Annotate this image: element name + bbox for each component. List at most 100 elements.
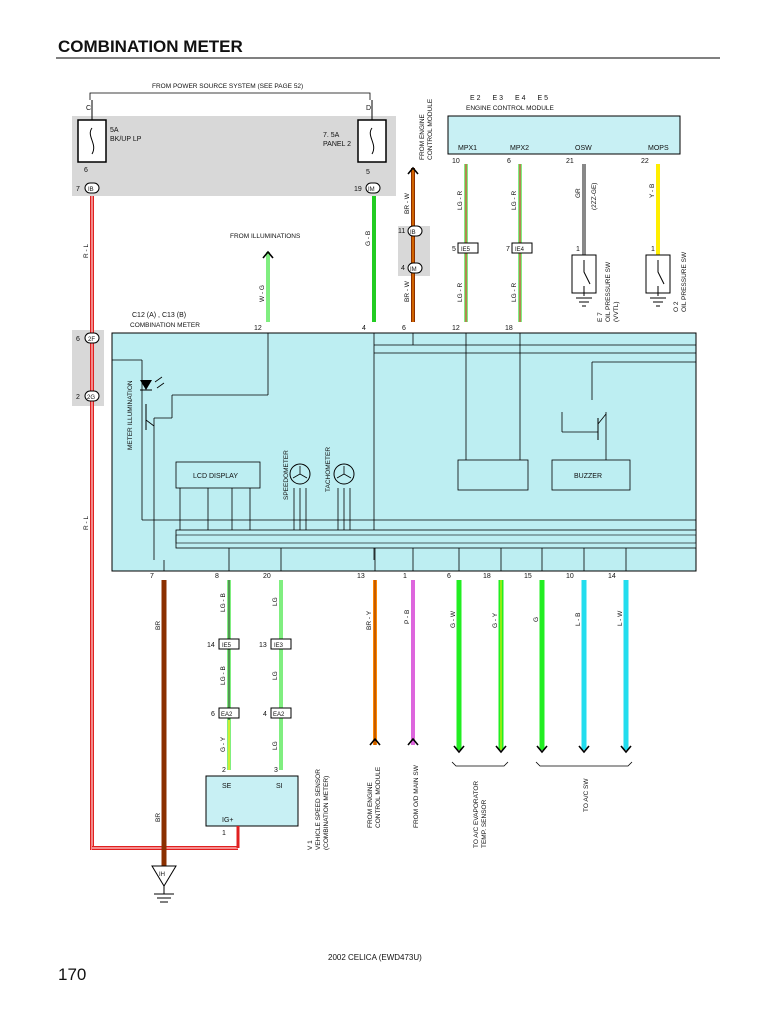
- 2g-label: 2G: [87, 395, 95, 401]
- ea2-b-label: EA2: [273, 712, 285, 718]
- ea2-a-label: EA2: [221, 712, 233, 718]
- fuse-panel-2-amp: 7. 5A: [323, 132, 340, 139]
- switch-o2-text: O 2OIL PRESSURE SW: [673, 251, 688, 312]
- footer-model: 2002 CELICA (EWD473U): [328, 953, 422, 962]
- fuse-panel-2-symbol: [369, 127, 375, 155]
- sensor-ig-label: IG+: [222, 817, 233, 824]
- arrow-to-evap-2: [495, 745, 507, 754]
- switch-o2-ground-icon: [650, 297, 666, 307]
- wire-label-brw-top: BR - W: [404, 192, 411, 214]
- sensor-pin-ig: 1: [222, 830, 226, 837]
- arrow-from-od-main: [407, 737, 419, 746]
- im-connector-label: IM: [368, 187, 375, 193]
- 2f-label: 2F: [88, 337, 95, 343]
- from-engine-module-top: FROM ENGINECONTROL MODULE: [419, 98, 434, 160]
- arrow-to-ac-sw-2: [578, 745, 590, 754]
- wire-label-gr-note: (2ZZ-GE): [591, 183, 598, 210]
- switch-e7-ground-icon: [576, 297, 592, 307]
- ecm-pin-mpx2: MPX2: [510, 145, 529, 152]
- 2g-connector: [84, 390, 100, 402]
- wire-label-gy-2: G - Y: [492, 612, 499, 628]
- meter-top-pin-2: 4: [362, 325, 366, 332]
- ie5-top-number: 5: [452, 246, 456, 253]
- wire-label-lg-mid: LG: [272, 671, 279, 680]
- wire-label-wg: W - G: [259, 285, 266, 302]
- im-junction-connector: [407, 262, 423, 274]
- meter-bottom-pin-3: 20: [263, 573, 271, 580]
- sensor-description: V 1VEHICLE SPEED SENSOR(COMBINATION METE…: [307, 769, 330, 850]
- 2f-connector: [84, 332, 100, 344]
- sensor-pin-si: 3: [274, 767, 278, 774]
- im-connector: [365, 182, 381, 194]
- wire-label-lb: L - B: [575, 613, 582, 627]
- wire-label-gw: G - W: [450, 610, 457, 628]
- meter-top-pin-5: 18: [505, 325, 513, 332]
- arrow-to-ac-sw-1: [536, 745, 548, 754]
- meter-internal-wiring: [112, 333, 696, 571]
- ground-ih-connector: [151, 865, 177, 887]
- fuse-panel-2-pin-in: 5: [366, 169, 370, 176]
- fuse-bkup-lp-pin-in: 6: [84, 167, 88, 174]
- tachometer-needle: [336, 466, 352, 479]
- ecm-pin-mpx1: MPX1: [458, 145, 477, 152]
- ecm-pin-mops: MOPS: [648, 145, 669, 152]
- im-junction-number: 4: [401, 265, 405, 272]
- speedometer-label: SPEEDOMETER: [283, 450, 290, 500]
- wire-label-lg-bottom: LG: [272, 741, 279, 750]
- power-source-label: FROM POWER SOURCE SYSTEM (SEE PAGE 52): [152, 83, 303, 90]
- ecm-box: [447, 115, 681, 155]
- fuse-panel-2-name: PANEL 2: [323, 141, 351, 148]
- illumination-transistor-emitter: [145, 419, 155, 427]
- fuse-box: [72, 116, 396, 196]
- ib-junction-connector: [407, 225, 423, 237]
- fuse-d-terminal: D: [366, 105, 371, 112]
- wire-label-gy: G - Y: [220, 736, 227, 752]
- page-number: 170: [58, 965, 86, 984]
- ib-pin-number: 7: [76, 186, 80, 193]
- speedometer-needle: [292, 466, 308, 479]
- ea2-b-number: 4: [263, 711, 267, 718]
- arrow-to-ac-sw-3: [620, 745, 632, 754]
- ie5-lower-connector: [218, 638, 240, 650]
- ecm-name: ENGINE CONTROL MODULE: [466, 105, 555, 112]
- wire-label-lgr-2-top: LG - R: [511, 191, 518, 210]
- from-illuminations-label: FROM ILLUMINATIONS: [230, 233, 301, 240]
- evap-bracket: [451, 761, 509, 767]
- meter-bottom-pins: 7 8 20 13 1 6 18 15 10 14: [150, 573, 616, 580]
- switch-e7-text: E 7OIL PRESSURE SW(VVTL): [597, 261, 620, 322]
- speedometer-icon: [289, 463, 311, 485]
- switch-e7-pin: 1: [576, 246, 580, 253]
- ib-junction-number: 11: [398, 228, 405, 235]
- ecm-pin-number-1: 10: [452, 158, 460, 165]
- to-ac-evaporator: TO A/C EVAPORATORTEMP. SENSOR: [473, 781, 488, 848]
- ie4-top-label: IE4: [515, 247, 525, 253]
- sensor-se-label: SE: [222, 783, 232, 790]
- im-pin-number: 19: [354, 186, 362, 193]
- wire-label-brw-bottom: BR - W: [404, 280, 411, 302]
- ground-ih-label: IH: [159, 872, 165, 878]
- wire-label-lgb-top: LG - B: [220, 593, 227, 612]
- fuse-bkup-lp-symbol: [89, 127, 95, 155]
- meter-bus-inner: [175, 534, 697, 544]
- wire-label-g: G: [533, 617, 540, 622]
- 2g-number: 2: [76, 394, 80, 401]
- wire-label-rl-bottom: R - L: [83, 516, 90, 530]
- wire-label-gb: G - B: [365, 231, 372, 246]
- ie3-lower-label: IE3: [274, 643, 284, 649]
- ie5-lower-label: IE5: [222, 643, 232, 649]
- wire-label-yb: Y - B: [649, 184, 656, 198]
- meter-bottom-pin-2: 8: [215, 573, 219, 580]
- ecm-pin-number-4: 22: [641, 158, 649, 165]
- ie4-top-number: 7: [506, 246, 510, 253]
- wire-label-lgr-1-top: LG - R: [457, 191, 464, 210]
- page-title: COMBINATION METER: [58, 37, 243, 56]
- arrow-from-ecm-bottom: [369, 737, 381, 746]
- ea2-a-connector: [218, 707, 240, 719]
- ie5-top-label: IE5: [461, 247, 471, 253]
- lcd-display-label: LCD DISPLAY: [193, 473, 238, 480]
- buzzer-transistor-collector: [597, 413, 607, 425]
- wire-label-lg-top: LG: [272, 597, 279, 606]
- meter-bottom-pin-4: 13: [357, 573, 365, 580]
- meter-top-pin-4: 12: [452, 325, 460, 332]
